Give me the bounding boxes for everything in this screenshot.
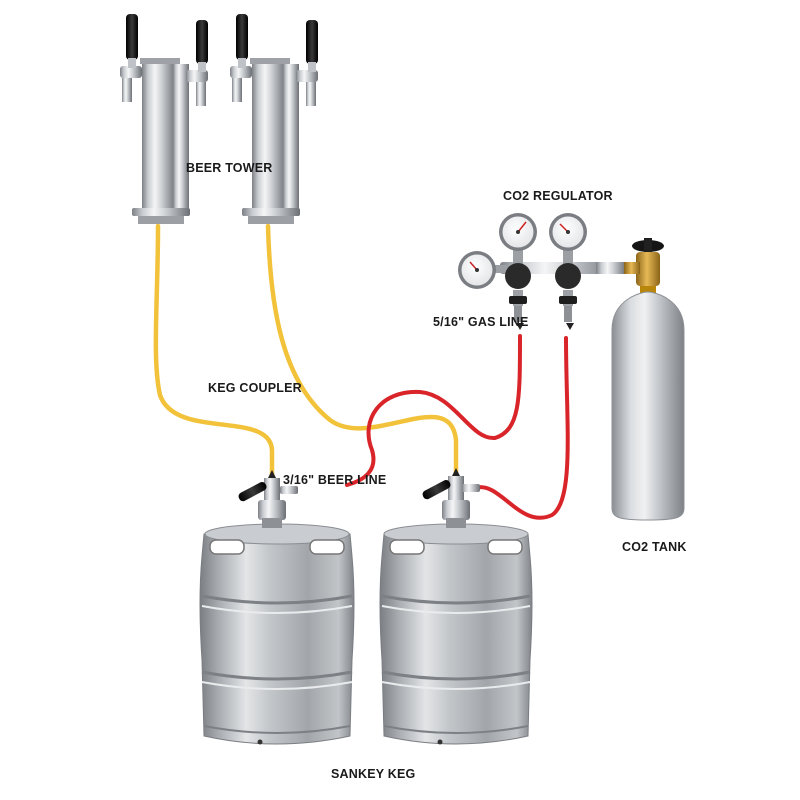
- gas-line-right: [473, 336, 570, 520]
- coupler-lever-icon: [422, 479, 451, 500]
- label-beer-tower: BEER TOWER: [186, 161, 273, 175]
- pressure-gauge-icon: [458, 251, 496, 289]
- label-keg-coupler: KEG COUPLER: [208, 381, 302, 395]
- tap-handle-icon: [126, 14, 138, 68]
- coupler-lever-icon: [238, 481, 267, 502]
- tap-handle-icon: [306, 20, 318, 72]
- label-co2-tank: CO2 TANK: [622, 540, 687, 554]
- beer-tower-left: [120, 14, 208, 224]
- gas-lines: [345, 334, 570, 520]
- co2-tank: [611, 238, 685, 521]
- beer-line-left: [153, 223, 275, 481]
- sankey-keg-right: [379, 523, 533, 745]
- co2-regulator: [458, 213, 626, 330]
- label-gas-line: 5/16" GAS LINE: [433, 315, 529, 329]
- keg-coupler-left: [238, 470, 298, 528]
- tap-handle-icon: [196, 20, 208, 72]
- pressure-gauge-icon: [549, 213, 587, 251]
- beer-tower-right: [230, 14, 318, 224]
- tap-handle-icon: [236, 14, 248, 68]
- label-co2-regulator: CO2 REGULATOR: [503, 189, 613, 203]
- keg-coupler-right: [422, 468, 480, 528]
- label-beer-line: 3/16" BEER LINE: [283, 473, 386, 487]
- sankey-keg-left: [199, 523, 355, 745]
- label-sankey-keg: SANKEY KEG: [331, 767, 415, 781]
- gas-line-left: [345, 334, 522, 487]
- beer-lines: [153, 223, 459, 481]
- beer-line-right: [265, 223, 459, 479]
- pressure-gauge-icon: [499, 213, 537, 251]
